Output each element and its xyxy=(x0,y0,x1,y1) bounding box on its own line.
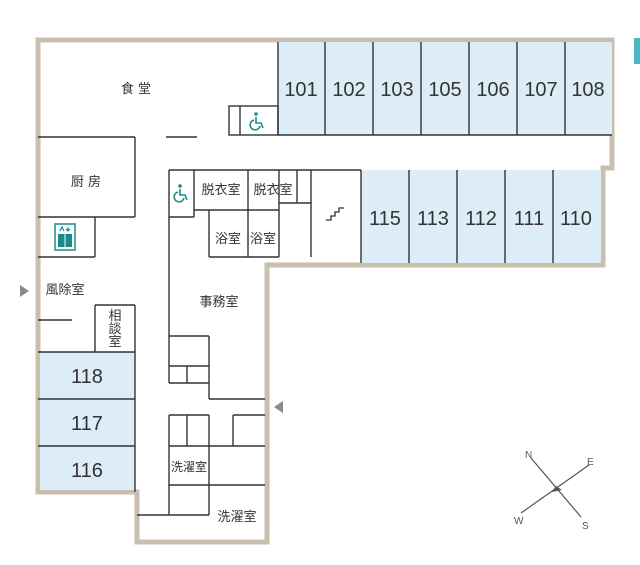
wheelchair-icon xyxy=(173,184,188,203)
room-117-label: 117 xyxy=(71,413,103,435)
room-105-label: 105 xyxy=(428,79,461,101)
consult-label-3: 室 xyxy=(108,334,121,350)
compass-n: N xyxy=(525,450,532,461)
room-112-label: 112 xyxy=(465,208,497,230)
compass-s: S xyxy=(582,521,589,532)
top-room-numbers: 101 102 103 105 106 107 108 xyxy=(284,79,604,101)
room-101-label: 101 xyxy=(284,79,317,101)
consult-label-1: 相 xyxy=(108,309,121,324)
laundry-room-1-label: 洗濯室 xyxy=(171,459,207,474)
room-107-label: 107 xyxy=(524,79,557,101)
room-row-115-fill xyxy=(361,170,601,263)
kitchen-label: 厨 房 xyxy=(71,174,101,190)
laundry-room-2-label: 洗濯室 xyxy=(217,509,256,525)
inner-walls xyxy=(38,42,612,516)
compass-rose: N E S W xyxy=(514,450,594,532)
compass-w: W xyxy=(514,516,524,527)
stairs-icon xyxy=(326,207,344,221)
room-108-label: 108 xyxy=(571,79,604,101)
entrance-arrow-icon xyxy=(274,401,283,413)
changing-room-2-label: 脱衣室 xyxy=(253,182,292,198)
room-106-label: 106 xyxy=(476,79,509,101)
entrance-arrow-icon xyxy=(20,285,29,297)
room-115-label: 115 xyxy=(369,208,401,230)
top-room-row xyxy=(278,42,612,135)
compass-e: E xyxy=(587,457,594,468)
room-118-label: 118 xyxy=(71,366,103,388)
bath-1-label: 浴室 xyxy=(215,231,241,247)
windbreak-label: 風除室 xyxy=(45,282,84,298)
middle-room-numbers: 115 113 112 111 110 xyxy=(369,208,592,230)
dining-label: 食 堂 xyxy=(121,81,151,97)
left-room-numbers: 118 117 116 xyxy=(71,366,103,482)
bath-2-label: 浴室 xyxy=(250,231,276,247)
edge-marker xyxy=(634,38,640,64)
room-111-label: 111 xyxy=(514,208,544,230)
elevator-icon xyxy=(54,223,76,251)
room-101-fill xyxy=(278,42,612,135)
room-110-label: 110 xyxy=(560,208,592,230)
room-col-116-fill xyxy=(40,352,135,490)
room-116-label: 116 xyxy=(71,460,103,482)
room-labels: 食 堂 厨 房 脱衣室 脱衣室 浴室 浴室 事務室 風除室 相 談 室 洗濯室 … xyxy=(45,81,292,525)
changing-room-1-label: 脱衣室 xyxy=(201,182,240,198)
office-label: 事務室 xyxy=(199,294,238,310)
room-113-label: 113 xyxy=(417,208,449,230)
consult-label-2: 談 xyxy=(108,321,121,337)
wheelchair-icon xyxy=(249,112,264,131)
room-103-label: 103 xyxy=(380,79,413,101)
room-102-label: 102 xyxy=(332,79,365,101)
